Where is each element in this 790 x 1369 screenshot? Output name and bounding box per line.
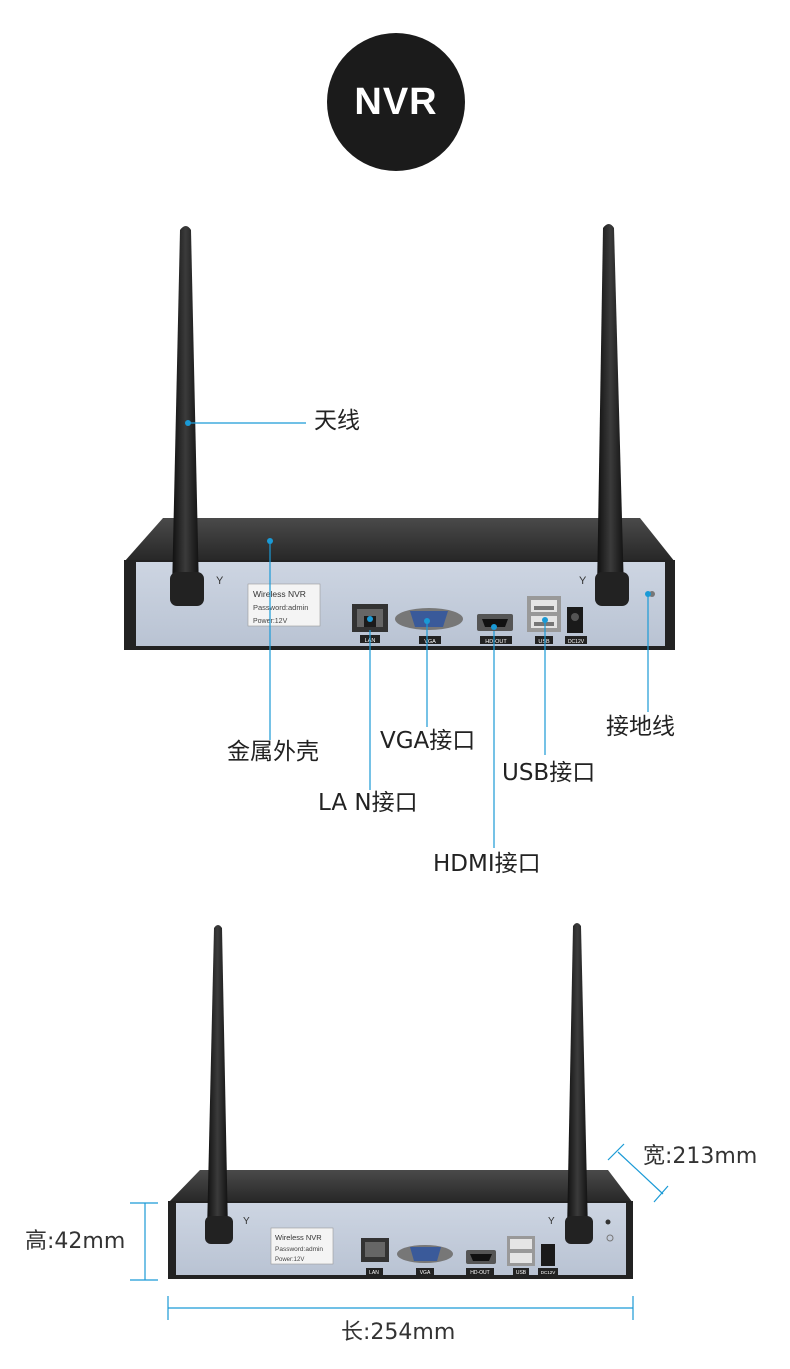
vga-port-label-bottom: VGA [420,1270,431,1276]
usb-port-label: USB [538,639,550,645]
antenna-left-top [170,226,204,606]
svg-text:Y: Y [243,1216,250,1227]
usb-ports: USB [527,596,561,645]
lan-port-label-bottom: LAN [369,1270,379,1276]
hdmi-port-label: HD-OUT [485,639,507,645]
label-height-dimension: 高:42mm [25,1229,126,1254]
svg-text:Y: Y [579,575,587,587]
hdmi-port: HD-OUT [477,614,513,645]
antenna-left-bottom [205,925,233,1244]
badge-text: NVR [354,80,438,123]
svg-text:Y: Y [216,575,224,587]
sticker-bottom-line-3: Power:12V [275,1257,304,1263]
nvr-sticker-bottom [270,1227,334,1265]
dc-port: DC12V [565,607,587,645]
hdmi-port-label-bottom: HD-OUT [470,1270,489,1276]
antenna-right-top [595,224,629,606]
callout-lines [188,422,649,848]
label-antenna: 天线 [314,408,360,434]
dc-port-label: DC12V [568,639,585,645]
sticker-line-1: Wireless NVR [253,589,306,599]
nvr-badge: NVR [327,33,465,171]
sticker-line-2: Password:admin [253,603,308,612]
label-vga-port: VGA接口 [380,728,476,754]
label-width-dimension: 宽:213mm [643,1144,758,1169]
usb-port-label-bottom: USB [516,1270,527,1276]
dc-port-label-bottom: DC12V [541,1270,556,1275]
label-usb-port: USB接口 [502,760,596,786]
svg-text:Y: Y [548,1216,555,1227]
label-hdmi-port: HDMI接口 [433,851,541,877]
sticker-bottom-line-1: Wireless NVR [275,1233,322,1242]
antenna-right-bottom [565,923,593,1244]
nvr-device-top: Wireless NVR Password:admin Power:12V Y … [124,224,675,650]
vga-port-label: VGA [424,639,436,645]
nvr-sticker [247,583,321,627]
label-metal-case: 金属外壳 [227,739,319,765]
dimension-lines [130,1143,669,1320]
sticker-bottom-line-2: Password:admin [275,1246,323,1253]
label-length-dimension: 长:254mm [341,1320,456,1345]
label-lan-port: LA N接口 [318,790,418,816]
nvr-device-bottom: Wireless NVR Password:admin Power:12V Y … [168,923,633,1279]
callout-dots [185,420,651,630]
label-ground-wire: 接地线 [606,714,675,740]
